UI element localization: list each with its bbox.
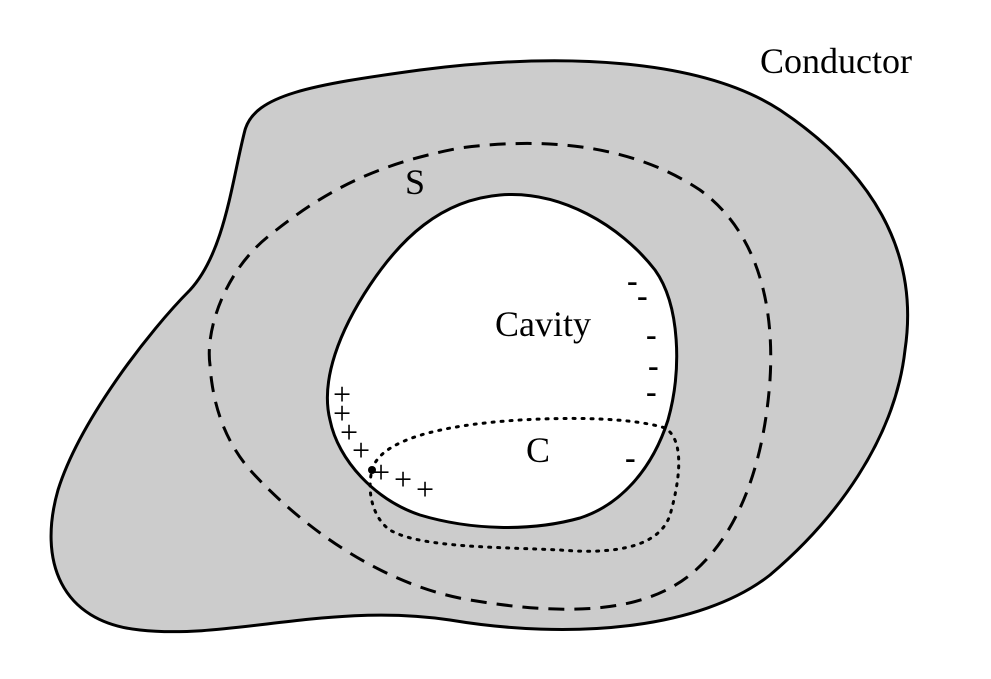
negative-charge: -: [646, 316, 657, 352]
negative-charge: -: [625, 439, 636, 475]
negative-charges: - - - - - -: [625, 262, 659, 475]
positive-charge: +: [333, 376, 351, 412]
gaussian-surface-s: [207, 141, 773, 611]
positive-charges: + + + + + + +: [333, 376, 434, 507]
positive-charge: +: [352, 432, 370, 468]
negative-charge: -: [637, 277, 648, 313]
positive-charge: +: [416, 471, 434, 507]
cavity-label: Cavity: [495, 304, 591, 344]
positive-charge: +: [372, 454, 390, 490]
curve-c: [368, 416, 681, 553]
positive-charge: +: [394, 461, 412, 497]
positive-charge: +: [340, 414, 358, 450]
negative-charge: -: [648, 347, 659, 383]
negative-charge: -: [646, 373, 657, 409]
negative-charge: -: [627, 262, 638, 298]
curve-c-point: [368, 466, 376, 474]
conductor-label: Conductor: [760, 41, 912, 81]
cavity: [325, 193, 679, 529]
curve-c-label: C: [526, 430, 550, 470]
surface-s-label: S: [405, 162, 425, 202]
positive-charge: +: [333, 395, 351, 431]
